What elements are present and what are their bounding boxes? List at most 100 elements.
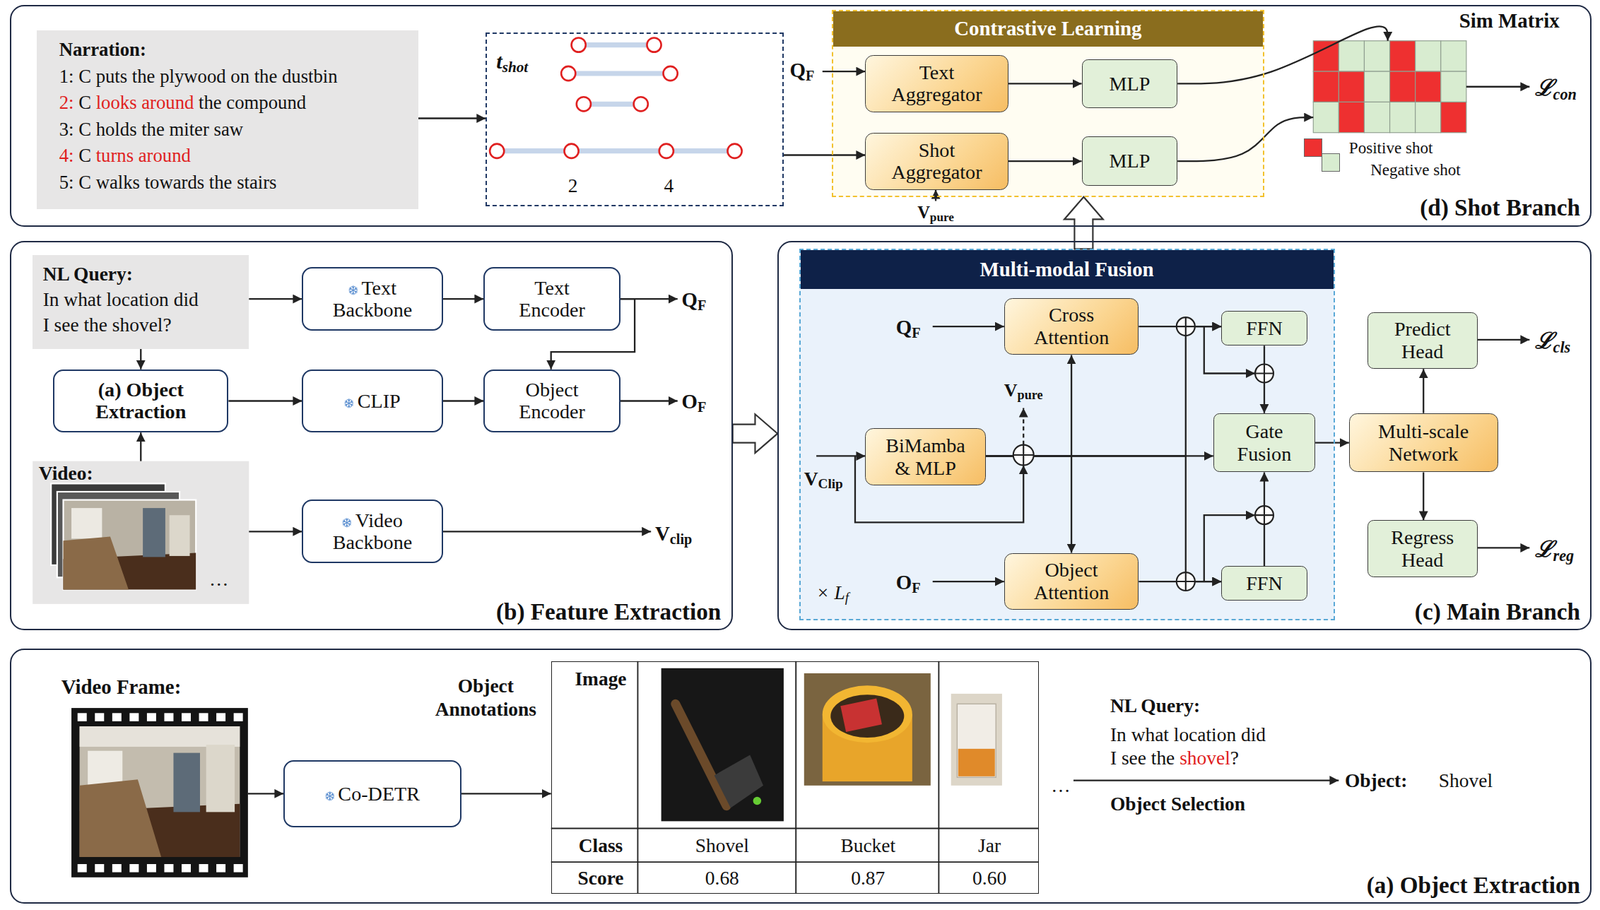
text-holder: ℒreg	[1534, 536, 1575, 566]
text-run: shovel	[1179, 747, 1231, 769]
frozen-icon	[342, 518, 352, 528]
text-run: 2	[568, 175, 579, 197]
text-run: Object Annotations	[435, 675, 537, 721]
similarity-cells	[1363, 40, 1390, 72]
annotation-label: QF	[896, 315, 921, 342]
text-run: V	[655, 522, 670, 545]
add-symbol	[1176, 572, 1196, 591]
cell-text: tshot	[496, 48, 528, 76]
text-run: ℒ	[1534, 329, 1554, 355]
text-run: Predict Head	[1394, 318, 1451, 363]
cell-text: Score	[577, 867, 624, 890]
box-label: Text Encoder	[518, 277, 586, 322]
signal-wire	[443, 530, 652, 533]
box-label: Cross Attention	[1033, 303, 1109, 349]
text-holder: Bucket	[840, 834, 896, 857]
process-box: (a) Object Extraction	[53, 369, 229, 434]
film-strip	[129, 864, 139, 873]
text-run: Q	[896, 315, 912, 339]
text-run: f	[845, 590, 849, 606]
box-label: MLP	[1108, 72, 1150, 95]
panel-title: (a) Object Extraction	[1366, 872, 1581, 899]
text-run: C	[74, 144, 97, 167]
process-box: Text Aggregator	[865, 55, 1008, 113]
text-run: 4:	[59, 144, 75, 167]
text-holder: Gate Fusion	[1228, 420, 1300, 466]
text-holder: Multi-scale Network	[1366, 420, 1481, 466]
table-grid	[937, 661, 940, 894]
text-holder: Text Backbone	[316, 277, 429, 322]
text-run: V	[1004, 380, 1018, 401]
text-run: NL Query:	[1110, 695, 1200, 717]
text-run: Text Encoder	[518, 277, 586, 322]
frozen-icon	[344, 398, 355, 409]
add-symbol	[1176, 317, 1196, 336]
signal-wire	[932, 580, 1005, 583]
cell-text: Class	[578, 834, 623, 857]
text-run: t	[496, 48, 502, 73]
similarity-cells	[1313, 40, 1467, 133]
text-holder: QF	[896, 315, 921, 342]
text-holder: ℒcon	[1534, 74, 1577, 104]
text-run: ?	[1230, 747, 1239, 769]
frozen-icon	[343, 520, 352, 526]
similarity-cells	[1440, 101, 1467, 133]
box-label: MLP	[1108, 149, 1150, 172]
text-run: Q	[790, 58, 806, 82]
annotation-label: Shovel	[1438, 768, 1493, 793]
object-crops	[958, 749, 996, 777]
box-title: Narration:	[59, 36, 338, 64]
text-run: ℒ	[1534, 75, 1554, 101]
film-strip	[163, 713, 174, 722]
annotation-label: Object Selection	[1110, 792, 1246, 816]
signal-wire	[934, 190, 937, 202]
text-holder: QF	[681, 287, 707, 314]
similarity-cells	[1338, 71, 1364, 102]
box-label: CLIP	[357, 390, 401, 413]
text-holder: Predict Head	[1383, 318, 1462, 363]
text-holder: Video Backbone	[316, 509, 429, 555]
text-run: In what location did I see the shovel?	[43, 289, 199, 336]
add-symbol	[1255, 363, 1274, 383]
signal-wire	[248, 71, 1531, 794]
text-holder: NL Query:	[1110, 694, 1200, 719]
text-run: Co-DETR	[337, 783, 420, 805]
video-frames	[32, 461, 249, 605]
connector	[418, 117, 486, 119]
text-run: reg	[1553, 546, 1575, 565]
frozen-icon	[343, 520, 352, 526]
frozen-icon	[348, 286, 358, 294]
box-label: Object Attention	[1033, 559, 1109, 604]
film-strip	[216, 864, 226, 873]
text-line: 2: C looks around the compound	[59, 89, 338, 117]
process-box: MLP	[1081, 59, 1179, 109]
text-run: Contrastive Learning	[954, 16, 1142, 40]
text-holder: (c) Main Branch	[1414, 598, 1581, 626]
shot-intervals	[727, 144, 742, 159]
legend-label: Negative shot	[1370, 159, 1461, 179]
signal-wire	[1477, 546, 1531, 549]
film-strip	[146, 864, 157, 873]
film-strip	[199, 864, 209, 873]
frozen-icon	[349, 288, 357, 293]
signal-wire	[822, 70, 866, 73]
shot-intervals	[489, 144, 504, 159]
text-holder: Shovel	[1438, 768, 1493, 793]
process-box: FFN	[1221, 310, 1307, 346]
text-run: cls	[1553, 338, 1572, 357]
text-holder: Text Encoder	[508, 277, 595, 322]
film-strip	[77, 713, 244, 873]
text-run: Video:	[38, 462, 94, 484]
frozen-icon	[325, 792, 335, 800]
frozen-icon	[349, 288, 357, 293]
text-line: 1: C puts the plywood on the dustbin	[59, 63, 338, 91]
film-strip	[112, 713, 122, 722]
frozen-icon	[325, 793, 334, 800]
annotation-label: OF	[896, 570, 921, 597]
signal-wire	[932, 325, 1005, 328]
process-box: Predict Head	[1367, 312, 1478, 369]
group-title: Multi-modal Fusion	[800, 250, 1334, 290]
film-strip	[79, 726, 241, 858]
process-box: Video Backbone	[301, 499, 443, 564]
process-box: Regress Head	[1367, 520, 1478, 577]
